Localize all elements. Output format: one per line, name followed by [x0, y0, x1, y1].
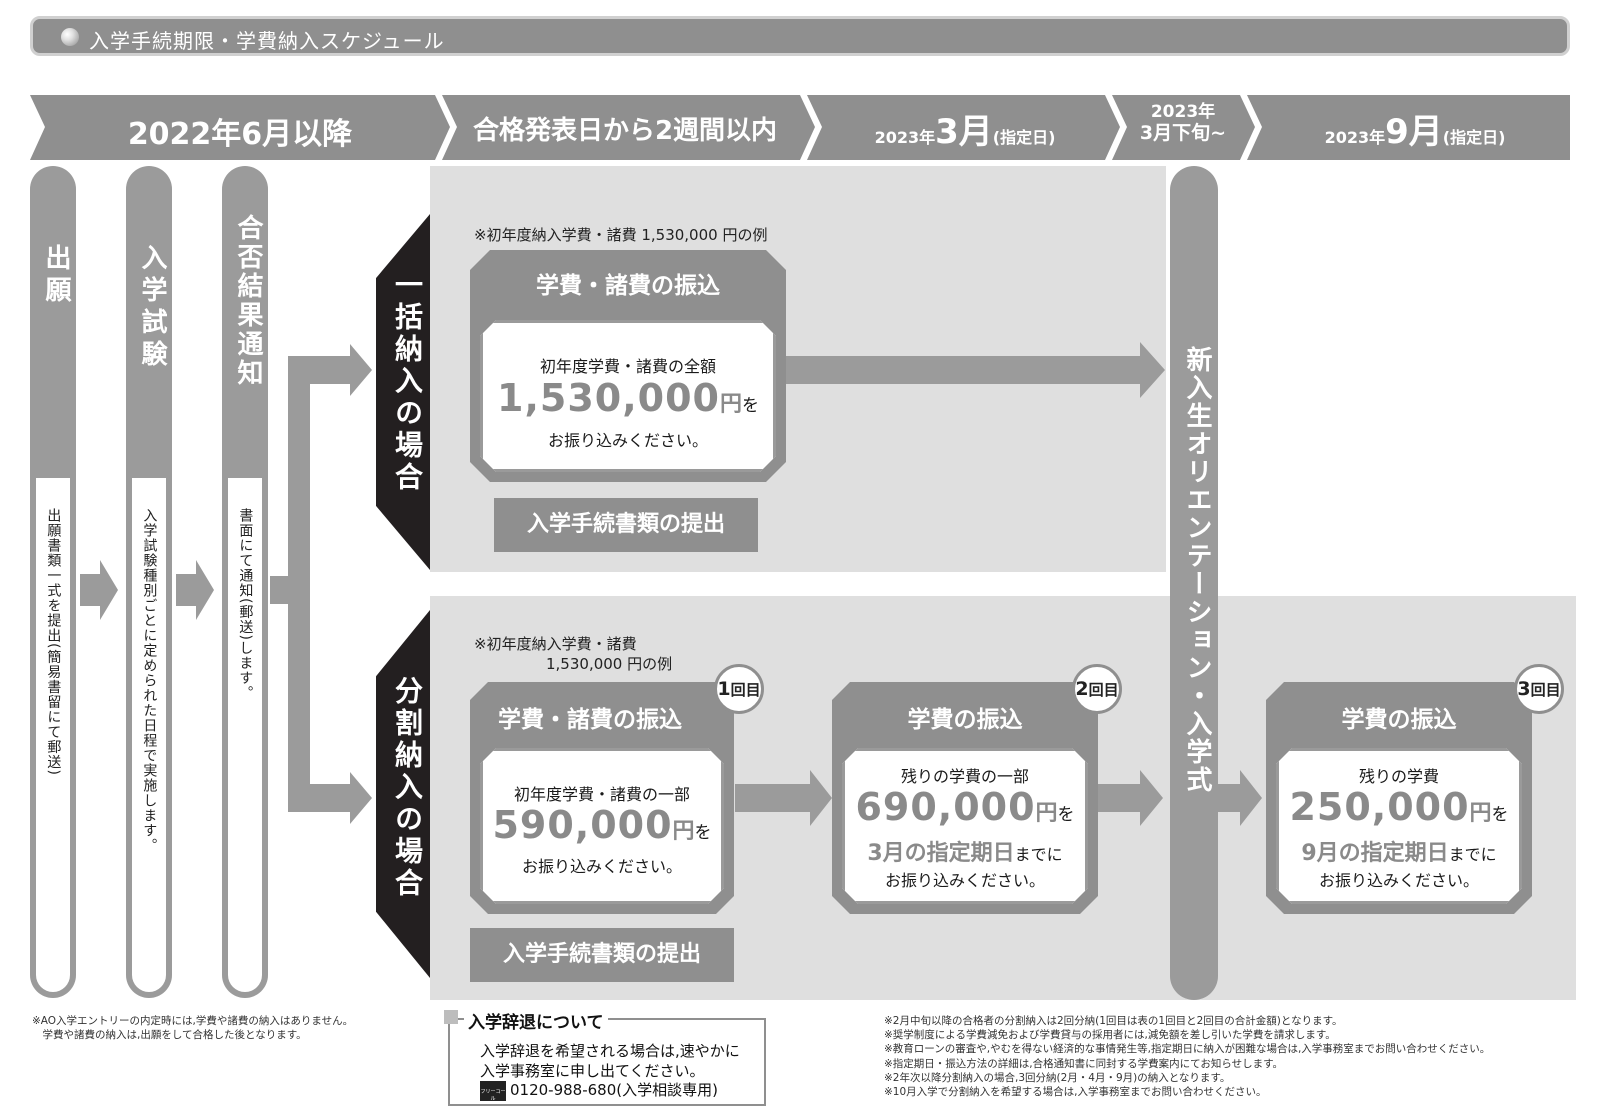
lump-box-title: 学費・諸費の振込 [536, 273, 720, 299]
arrow-to-split [288, 772, 372, 824]
step-title-result: 合否結果通知 [233, 214, 263, 388]
step-note-result: 書面にて通知(郵送)します。 [237, 508, 254, 701]
section-title-bar: 入学手続期限・学費納入スケジュール [30, 16, 1570, 56]
badge-installment-3: 3回目 [1514, 664, 1564, 714]
split-note: ※初年度納入学費・諸費 1,530,000 円の例 [474, 635, 673, 674]
footnotes-right: ※2月中旬以降の合格者の分割納入は2回分納(1回目は表の1回目と2回目の合計金額… [884, 1015, 1491, 1098]
step-note-exam: 入学試験種別ごとに定められた日程で実施します。 [141, 508, 158, 853]
timeline-arrow-1 [30, 95, 450, 160]
branch-stem [270, 576, 292, 604]
timeline-seg4: 2023年 3月下旬~ [1139, 102, 1227, 144]
arrow-lump-to-orientation [785, 342, 1165, 398]
timeline-arrow-2 [442, 95, 815, 160]
step-title-application: 出願 [41, 244, 71, 308]
footnote-ao: ※AO入学エントリーの内定時には,学費や諸費の納入はありません。 学費や諸費の納… [32, 1015, 354, 1042]
split-label: 分割納入の場合 [376, 610, 430, 978]
badge-installment-1: 1回目 [714, 664, 764, 714]
lump-line1: 初年度学費・諸費の全額 [539, 357, 716, 376]
timeline-arrow-4 [1112, 95, 1255, 160]
arrow-to-lump [288, 344, 372, 396]
timeline-header [30, 95, 1570, 160]
lump-transfer-box: 学費・諸費の振込 初年度学費・諸費の全額 1,530,000円を お振り込みくだ… [470, 250, 786, 482]
badge-installment-2: 2回目 [1072, 664, 1122, 714]
page-title: 入学手続期限・学費納入スケジュール [89, 29, 445, 53]
step-tube-exam: 入学試験 入学試験種別ごとに定められた日程で実施します。 [126, 166, 172, 998]
orientation-label: 新入生オリエンテーション・入学式 [1182, 346, 1212, 794]
lump-amount: 1,530,000 [497, 376, 720, 420]
lump-sum-label: 一括納入の場合 [376, 214, 430, 570]
branch-vertical [288, 356, 310, 800]
arrow-step1-to-step2 [80, 560, 118, 620]
lump-note: ※初年度納入学費・諸費 1,530,000 円の例 [474, 226, 768, 244]
split-transfer-box-3: 学費の振込 残りの学費 250,000円を 9月の指定期日までに お振り込みくだ… [1266, 682, 1532, 914]
step-tube-application: 出願 出願書類一式を提出(簡易書留にて郵送) [30, 166, 76, 998]
lump-submit-docs: 入学手続書類の提出 [494, 498, 758, 552]
withdrawal-title: 入学辞退について [464, 1008, 608, 1033]
orientation-tube: 新入生オリエンテーション・入学式 [1170, 166, 1218, 1000]
lump-line3: お振り込みください。 [547, 431, 708, 450]
withdrawal-box: 入学辞退について 入学辞退を希望される場合は,速やかに 入学事務室に申し出てくだ… [444, 1008, 766, 1106]
timeline-seg3: 2023年3月(指定日) [874, 112, 1056, 152]
timeline-arrow-5 [1247, 95, 1570, 160]
arrow-split2-to-orientation [1098, 770, 1163, 826]
step-title-exam: 入学試験 [137, 244, 167, 372]
arrow-orientation-to-split3 [1218, 770, 1262, 826]
arrow-step2-to-step3 [176, 560, 214, 620]
arrow-split1-to-split2 [735, 770, 832, 826]
free-dial-icon: フリーコール [480, 1081, 506, 1102]
timeline-arrow-3 [807, 95, 1120, 160]
square-bullet-icon [444, 1010, 458, 1024]
step-tube-result: 合否結果通知 書面にて通知(郵送)します。 [222, 166, 268, 998]
step-note-application: 出願書類一式を提出(簡易書留にて郵送) [45, 508, 62, 776]
bullet-icon [61, 28, 79, 46]
timeline-seg1: 2022年6月以降 [127, 117, 353, 152]
split-submit-docs: 入学手続書類の提出 [470, 928, 734, 982]
split-transfer-box-1: 学費・諸費の振込 初年度学費・諸費の一部 590,000円を お振り込みください… [470, 682, 734, 914]
split-transfer-box-2: 学費の振込 残りの学費の一部 690,000円を 3月の指定期日までに お振り込… [832, 682, 1098, 914]
withdrawal-phone[interactable]: 0120-988-680(入学相談専用) [510, 1081, 718, 1100]
timeline-seg2: 合格発表日から2週間以内 [472, 116, 778, 146]
timeline-seg5: 2023年9月(指定日) [1324, 112, 1506, 152]
